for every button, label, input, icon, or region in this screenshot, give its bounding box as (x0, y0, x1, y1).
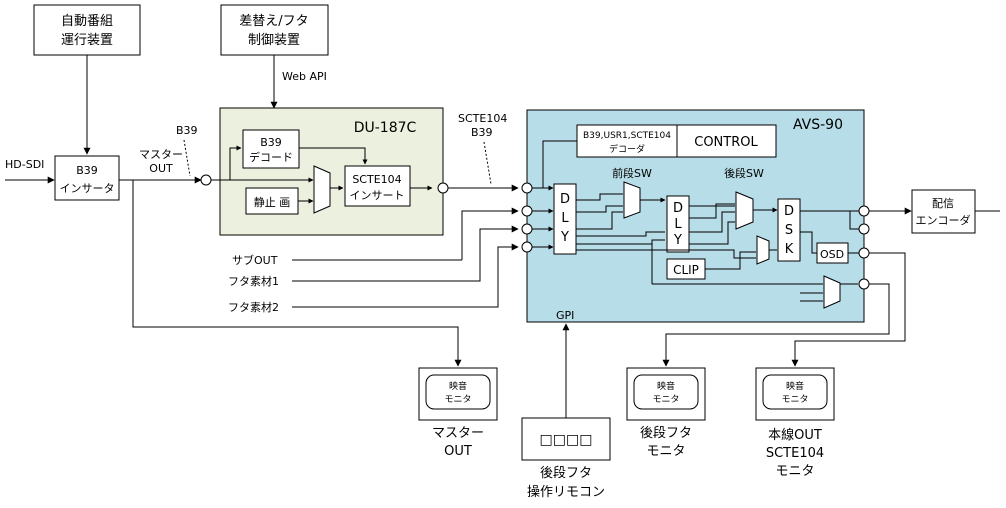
svg-text:映音: 映音 (449, 380, 467, 392)
post-lid-remote: □□□□ 後段フタ 操作リモコン (521, 417, 611, 500)
master-out-label-2: OUT (149, 162, 173, 175)
b39-inserter-line1: B39 (76, 164, 98, 177)
control-label: CONTROL (694, 135, 758, 150)
post-sw-label: 後段SW (724, 166, 764, 180)
svg-text:S: S (785, 223, 793, 238)
master-monitor-feed (132, 180, 462, 367)
b39-decode-line1: B39 (260, 136, 282, 149)
control-block (676, 124, 777, 158)
scte104-label: SCTE104 (458, 112, 507, 125)
auto-program-controller: 自動番組 運行装置 (33, 4, 141, 56)
svg-text:L: L (561, 211, 569, 226)
still-image-block: 静止 画 (245, 187, 299, 215)
decoder-block (576, 124, 678, 158)
du-187c-unit: DU-187C B39 デコード 静止 画 SCTE104 インサート (219, 107, 444, 236)
decoder-line1: B39,USR1,SCTE104 (583, 131, 671, 141)
post-switch (735, 191, 754, 230)
dly1-block (553, 183, 577, 255)
du-input-port (200, 174, 212, 186)
remote-buttons: □□□□ (540, 432, 593, 448)
svg-text:操作リモコン: 操作リモコン (527, 484, 605, 500)
b39-inserter: B39 インサータ (54, 155, 120, 201)
encoder-line1: 配信 (932, 197, 954, 210)
avs-90-title: AVS-90 (793, 117, 843, 133)
du-output-port (437, 182, 449, 194)
du-187c-title: DU-187C (354, 120, 417, 136)
master-out-monitor: 映音 モニタ マスター OUT (418, 367, 498, 459)
encoder-line2: エンコーダ (916, 213, 971, 227)
svg-text:L: L (674, 217, 682, 232)
b39-inserter-line2: インサータ (60, 182, 115, 195)
post-lid-monitor: 映音 モニタ 後段フタ モニタ (626, 367, 706, 459)
main-out-monitor: 映音 モニタ 本線OUT SCTE104 モニタ (755, 367, 835, 479)
svg-text:Y: Y (560, 230, 569, 245)
dsk-block (777, 198, 801, 262)
svg-text:SCTE104: SCTE104 (766, 446, 824, 461)
svg-text:後段フタ: 後段フタ (540, 466, 592, 481)
web-api-label: Web API (282, 70, 327, 83)
delivery-encoder: 配信 エンコーダ (911, 189, 976, 234)
svg-text:D: D (784, 204, 794, 219)
scte104-insert-line1: SCTE104 (352, 173, 401, 186)
svg-text:Y: Y (673, 233, 682, 248)
hd-sdi-label: HD-SDI (5, 158, 44, 171)
lid-control-device: 差替え/フタ 制御装置 (220, 4, 329, 56)
scte104-insert-line2: インサート (350, 189, 405, 202)
svg-text:映音: 映音 (657, 380, 675, 392)
lid2-label: フタ素材2 (228, 300, 279, 314)
svg-text:モニタ: モニタ (775, 464, 814, 479)
svg-text:モニタ: モニタ (781, 394, 808, 405)
scte-b39-label: B39 (471, 126, 493, 139)
svg-text:マスター: マスター (432, 426, 484, 441)
svg-text:K: K (785, 242, 794, 257)
svg-text:D: D (673, 201, 683, 216)
osd-label: OSD (820, 248, 844, 261)
still-image-label: 静止 画 (254, 195, 291, 209)
b39-left-label: B39 (176, 124, 198, 137)
lid-control-line2: 制御装置 (248, 33, 300, 48)
svg-text:モニタ: モニタ (646, 444, 685, 459)
pre-switch (623, 181, 641, 219)
auto-program-line2: 運行装置 (61, 33, 113, 48)
decoder-line2: デコーダ (609, 143, 645, 155)
output-switch (823, 275, 841, 309)
pre-sw-label: 前段SW (612, 166, 652, 180)
b39-decode-line2: デコード (249, 150, 293, 164)
gpi-label: GPI (556, 309, 574, 322)
svg-text:D: D (560, 192, 570, 207)
lid-control-line1: 差替え/フタ (239, 14, 308, 29)
svg-text:モニタ: モニタ (652, 394, 679, 405)
du-switch (313, 165, 331, 214)
avs-90-unit: AVS-90 B39,USR1,SCTE104 デコーダ CONTROL D L… (521, 109, 870, 323)
main-out-port (858, 205, 870, 217)
scte104-insert-block: SCTE104 インサート (344, 165, 411, 207)
auto-program-line1: 自動番組 (61, 14, 113, 29)
svg-text:映音: 映音 (786, 380, 804, 392)
svg-text:OUT: OUT (444, 444, 472, 459)
clip-label: CLIP (673, 263, 699, 277)
svg-text:モニタ: モニタ (444, 394, 471, 405)
b39-decode-block: B39 デコード (242, 129, 300, 169)
sub-out-label: サブOUT (232, 253, 278, 267)
svg-text:本線OUT: 本線OUT (768, 427, 822, 443)
dly2-block (666, 195, 690, 253)
master-out-label-1: マスター (139, 148, 183, 161)
svg-text:後段フタ: 後段フタ (640, 426, 692, 441)
lid1-label: フタ素材1 (228, 274, 279, 288)
